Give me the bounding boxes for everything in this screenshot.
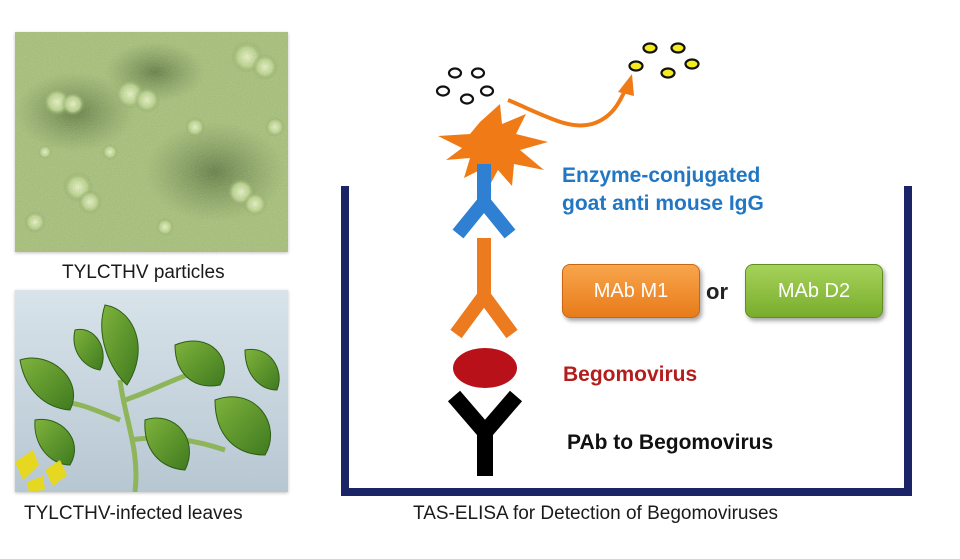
or-label: or	[706, 279, 728, 304]
begomovirus-particle	[453, 348, 517, 388]
pab-label: PAb to Begomovirus	[567, 431, 774, 454]
mab-d2-box: MAb D2	[745, 264, 883, 318]
begomovirus-label: Begomovirus	[563, 363, 698, 386]
enzyme-label-line2: goat anti mouse IgG	[562, 192, 764, 215]
reaction-arrowhead	[618, 74, 634, 96]
reaction-arrow	[507, 87, 628, 128]
tylcthv-particles-micrograph	[15, 32, 288, 252]
enzyme-conjugate-label: Enzyme-conjugated goat anti mouse IgG	[562, 162, 764, 218]
enzyme-burst	[438, 104, 548, 192]
microplate-well	[341, 186, 912, 496]
mab-m1-box: MAb M1	[562, 264, 700, 318]
pab-antibody	[447, 390, 523, 476]
secondary-antibody	[452, 164, 516, 239]
tas-elisa-diagram	[341, 42, 912, 496]
mab-antibody	[450, 238, 518, 339]
product-circles	[628, 42, 700, 79]
infected-leaves-photo	[15, 290, 288, 492]
micrograph-caption: TYLCTHV particles	[62, 262, 225, 283]
diagram-caption: TAS-ELISA for Detection of Begomoviruses	[413, 503, 779, 524]
enzyme-label-line1: Enzyme-conjugated	[562, 164, 761, 187]
leaves-caption: TYLCTHV-infected leaves	[24, 503, 243, 524]
substrate-circles	[435, 67, 495, 105]
